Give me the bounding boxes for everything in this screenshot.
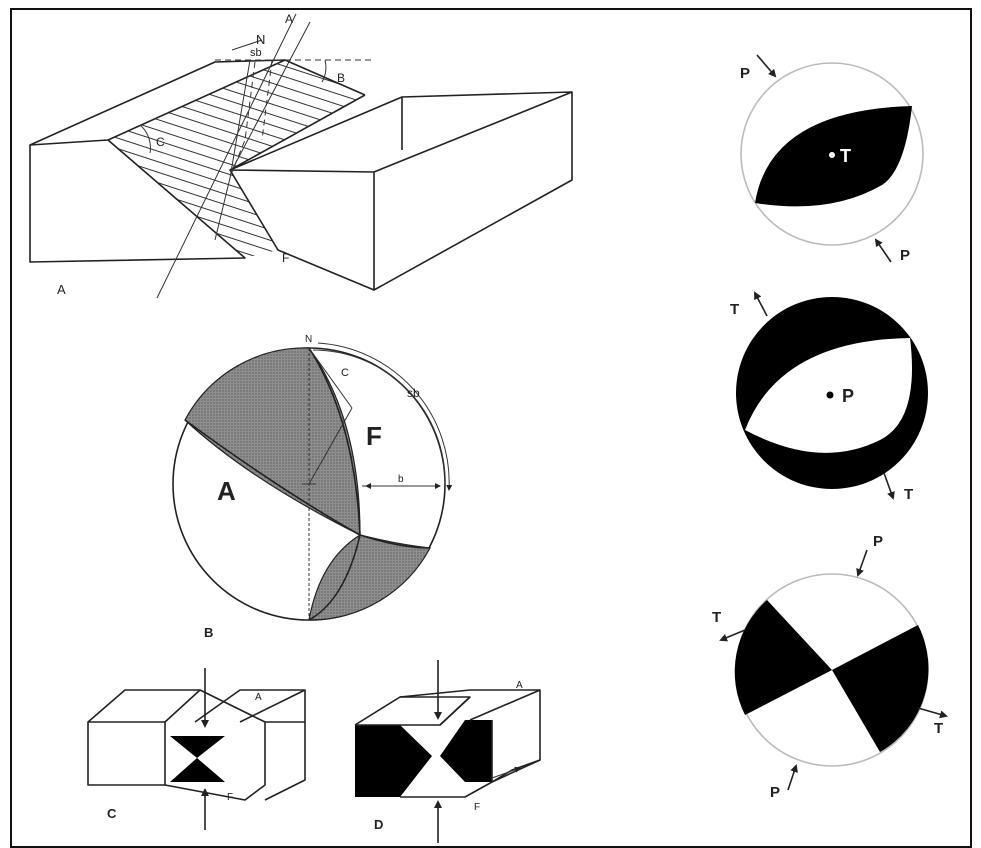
panel-d-plane-a-label: A — [516, 680, 523, 691]
beachball-bottom: P T T P — [712, 533, 948, 801]
right-block — [229, 91, 573, 291]
beachball-top-p-label-1: P — [740, 65, 750, 82]
compressional-quadrant-upper — [184, 347, 361, 536]
fault-plane-lower-hatched — [108, 140, 278, 258]
panel-c-plane-a-label: A — [255, 692, 262, 703]
beachball-top-p-label-2: P — [900, 247, 910, 264]
panel-a-plane-a-label: A — [285, 12, 293, 26]
beachball-bottom-t-label-right: T — [934, 720, 943, 737]
panel-b-sb-label: sb — [407, 386, 420, 400]
beachball-bottom-t-label-left: T — [712, 609, 721, 626]
panel-a-letter: A — [57, 282, 66, 297]
beachball-bottom-quadrant-upper-left — [734, 600, 832, 715]
beachball-middle-t-label-1: T — [730, 301, 739, 318]
panel-d-plane-f-label: F — [474, 802, 480, 813]
panel-b-angle-c-label: C — [341, 367, 349, 379]
compressional-quadrant-lower — [308, 534, 431, 621]
panel-d-letter: D — [374, 817, 383, 832]
auxiliary-plane-a — [156, 13, 311, 299]
beachball-bottom-quadrant-lower-right — [832, 625, 929, 752]
auxiliary-plane-arc — [184, 419, 431, 549]
beachball-top: T P P — [740, 54, 924, 264]
panel-a-angle-b-label: B — [337, 71, 345, 85]
fault-plane-f-hatched — [108, 60, 365, 170]
panel-b-letter: B — [204, 625, 213, 640]
panel-b-b-label: b — [398, 474, 404, 485]
beachball-middle-t-label-2: T — [904, 486, 913, 503]
panel-d-block: A F D — [354, 660, 541, 843]
panel-a-sb-label: sb — [250, 47, 262, 59]
panel-b-north-label: N — [305, 334, 312, 345]
panel-a-angle-c-label: C — [156, 135, 165, 149]
panel-a-fault-block: N sb A B C F A — [29, 12, 573, 299]
panel-a-fault-label: F — [282, 251, 289, 265]
panel-b-stereonet: N C sb F A b B — [172, 334, 453, 640]
panel-a-north-label: N — [256, 32, 265, 47]
angle-c-arc — [139, 124, 151, 154]
panel-c-plane-f-label: F — [227, 792, 233, 803]
panel-c-block: A F C — [87, 668, 306, 830]
beachball-middle: P T T — [730, 291, 928, 503]
beachball-middle-center-label: P — [842, 386, 854, 406]
left-block — [29, 59, 286, 263]
fault-plane-arc — [308, 347, 361, 621]
panel-c-dilatation-quadrants — [170, 736, 225, 782]
beachball-top-center-label: T — [840, 146, 851, 166]
beachball-bottom-p-label-bottom: P — [770, 784, 780, 801]
angle-b-arc — [321, 59, 327, 83]
panel-c-letter: C — [107, 806, 117, 821]
panel-b-aux-label: A — [217, 476, 236, 506]
panel-b-fault-label: F — [366, 421, 382, 451]
beachball-bottom-p-label-top: P — [873, 533, 883, 550]
